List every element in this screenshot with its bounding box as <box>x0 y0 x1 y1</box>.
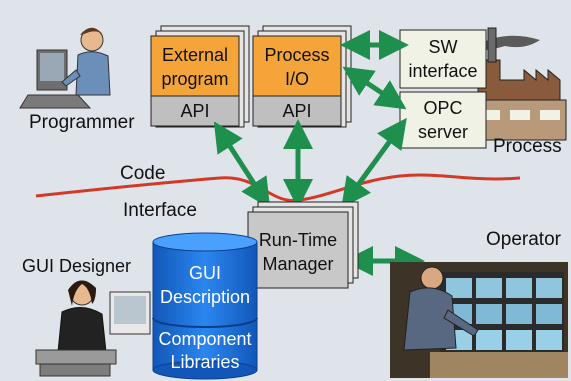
opc-server-box: OPC server <box>399 91 487 149</box>
arrow-external-rtm <box>213 121 271 209</box>
external-program-api-label: API <box>180 101 209 121</box>
sw-interface-box: SW interface <box>399 29 487 89</box>
external-program-title-1: External <box>162 45 228 65</box>
gui-library-cylinder: GUI Description Component Libraries <box>152 232 258 380</box>
process-io-api-label: API <box>282 101 311 121</box>
sw-interface-line-1: SW <box>429 37 458 57</box>
interface-label: Interface <box>123 200 197 221</box>
gui-description-line-2: Description <box>160 287 250 307</box>
process-io-title-2: I/O <box>285 69 309 89</box>
rtm-line-2: Manager <box>262 254 333 274</box>
external-program-module: External program API <box>150 25 250 128</box>
process-io-module: Process I/O API <box>252 25 352 128</box>
programmer-label: Programmer <box>29 112 135 133</box>
runtime-manager-module: Run-Time Manager <box>247 201 359 289</box>
component-libraries-line-2: Libraries <box>170 352 239 372</box>
opc-server-line-2: server <box>418 122 468 142</box>
operator-illustration <box>390 262 568 378</box>
gui-description-line-1: GUI <box>189 263 221 283</box>
process-label: Process <box>493 136 562 157</box>
rtm-line-1: Run-Time <box>259 230 337 250</box>
code-label: Code <box>120 163 165 184</box>
opc-server-line-1: OPC <box>423 98 462 118</box>
operator-label: Operator <box>486 229 562 250</box>
process-io-title-1: Process <box>264 45 329 65</box>
arrow-opc-rtm <box>341 117 407 209</box>
component-libraries-line-1: Component <box>158 329 251 349</box>
sw-interface-line-2: interface <box>408 61 477 81</box>
programmer-illustration <box>19 27 111 109</box>
arrow-processio-opc <box>342 66 407 110</box>
external-program-title-2: program <box>161 69 228 89</box>
gui-designer-label: GUI Designer <box>22 256 131 276</box>
factory-illustration <box>470 27 567 141</box>
gui-designer-illustration <box>35 280 151 377</box>
